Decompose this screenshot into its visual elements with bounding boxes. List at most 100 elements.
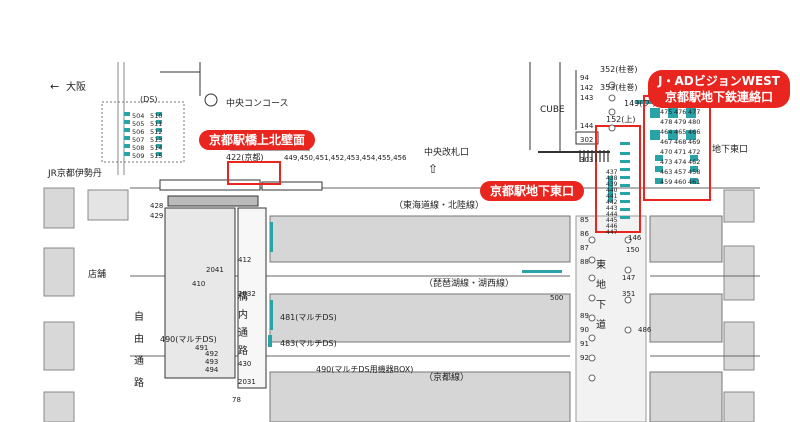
ad-number: 88 — [580, 258, 589, 266]
isetan-building — [117, 62, 125, 175]
svg-text:内: 内 — [238, 308, 248, 321]
ad-number: 468 — [674, 138, 686, 146]
ad-number: 463 — [660, 168, 672, 176]
ad-number: 150 — [626, 246, 639, 254]
bridge-structure — [159, 149, 323, 389]
label-cube: CUBE — [540, 105, 565, 115]
ad-number: 443 — [606, 205, 618, 212]
ad-number: 430 — [238, 360, 251, 368]
ad-number: 87 — [580, 244, 589, 252]
ad-number: 94 — [580, 74, 589, 82]
label-ds: (DS) — [140, 95, 157, 104]
ad-number: 469 — [688, 138, 700, 146]
svg-text:路: 路 — [238, 344, 248, 357]
label-signage-422: 422(京都) — [226, 152, 264, 162]
free-passage-label: 自 由 通 路 — [134, 310, 144, 389]
ad-number: 474 — [674, 158, 686, 166]
ad-number: 146 — [628, 234, 642, 242]
ad-number: 475 — [660, 108, 672, 116]
ad-number: 467 — [660, 138, 672, 146]
label-store: 店舗 — [88, 268, 106, 280]
ad-number: 511 — [150, 120, 162, 128]
label-underground-east: 地下東口 — [712, 143, 748, 155]
label-central-concourse: 中央コンコース — [226, 97, 289, 109]
label-multi-ds-483: 483(マルチDS) — [280, 339, 337, 348]
ad-number: 91 — [580, 340, 589, 348]
ad-number: 493 — [205, 358, 218, 366]
svg-text:路: 路 — [134, 376, 144, 389]
svg-text:自: 自 — [134, 310, 144, 323]
ad-number: 458 — [688, 168, 700, 176]
ad-number: 441 — [606, 193, 618, 200]
ad-number: 492 — [205, 350, 218, 358]
ad-number: 471 — [674, 148, 686, 156]
callout-jad-line1: J・ADビジョンWEST — [658, 74, 780, 88]
ad-number: 470 — [660, 148, 672, 156]
label-tokaido: （東海道線・北陸線） — [394, 199, 484, 211]
ad-number: 466 — [688, 128, 700, 136]
ad-number: 86 — [580, 230, 589, 238]
label-multi-ds-481: 481(マルチDS) — [280, 313, 337, 322]
ad-number: 438 — [606, 175, 618, 182]
ad-number: 147 — [622, 274, 635, 282]
ad-number: 144 — [580, 122, 594, 130]
ad-number: 442 — [606, 199, 618, 206]
label-jr-isetan: JR京都伊勢丹 — [47, 167, 102, 179]
ad-number: 302 — [580, 136, 593, 144]
ad-number: 478 — [660, 118, 672, 126]
ad-number: 303 — [580, 156, 593, 164]
ad-number: 412 — [238, 256, 251, 264]
svg-text:地: 地 — [596, 278, 606, 291]
subway-passage-label: 東 地 下 道 — [596, 258, 606, 331]
svg-text:東: 東 — [596, 258, 606, 271]
highlight-boxes — [227, 95, 711, 233]
ad-number: 513 — [150, 136, 162, 144]
ad-number: 439 — [606, 181, 618, 188]
ad-number: 89 — [580, 312, 589, 320]
ad-number: 480 — [688, 118, 700, 126]
ad-number: 440 — [606, 187, 618, 194]
misc-numbers: 4284292041203220314104304914924934945001… — [150, 202, 652, 404]
label-osaka: 大阪 — [66, 80, 86, 93]
ad-number: 447 — [606, 229, 618, 236]
ad-number: 461 — [688, 178, 700, 186]
ad-number: 473 — [660, 158, 672, 166]
ad-number: 510 — [150, 112, 162, 120]
ad-number: 78 — [232, 396, 241, 404]
ad-number: 515 — [150, 152, 162, 160]
ad-number: 457 — [674, 168, 686, 176]
ad-number: 410 — [192, 280, 205, 288]
svg-text:由: 由 — [134, 332, 144, 345]
ad-number: 2031 — [238, 378, 256, 386]
ad-number: 500 — [550, 294, 563, 302]
ad-number: 464 — [660, 128, 672, 136]
label-multi-ds-490: 490(マルチDS) — [160, 335, 217, 344]
ad-number: 85 — [580, 216, 589, 224]
ad-number: 509 — [132, 152, 144, 160]
ad-number: 92 — [580, 354, 589, 362]
ad-number: 446 — [606, 223, 618, 230]
ad-number: 462 — [688, 158, 700, 166]
label-row-449: 449,450,451,452,453,454,455,456 — [284, 154, 407, 162]
ad-number: 504 — [132, 112, 144, 120]
ad-number: 508 — [132, 144, 144, 152]
ad-number: 491 — [195, 344, 208, 352]
ad-number: 142 — [580, 84, 593, 92]
ad-number: 477 — [688, 108, 700, 116]
ad-number: 351 — [622, 290, 635, 298]
concourse — [160, 62, 610, 153]
ad-number: 444 — [606, 211, 618, 218]
label-sign-152: 152(上) — [606, 115, 636, 124]
label-multi-ds-box: 490(マルチDS用機器BOX) — [316, 364, 413, 374]
ad-number: 486 — [638, 326, 652, 334]
svg-text:通: 通 — [238, 327, 248, 339]
up-arrow-icon: ⇧ — [428, 162, 438, 176]
track-bands — [269, 215, 723, 422]
ad-number: 505 — [132, 120, 144, 128]
ad-number: 479 — [674, 118, 686, 126]
ad-number: 429 — [150, 212, 163, 220]
